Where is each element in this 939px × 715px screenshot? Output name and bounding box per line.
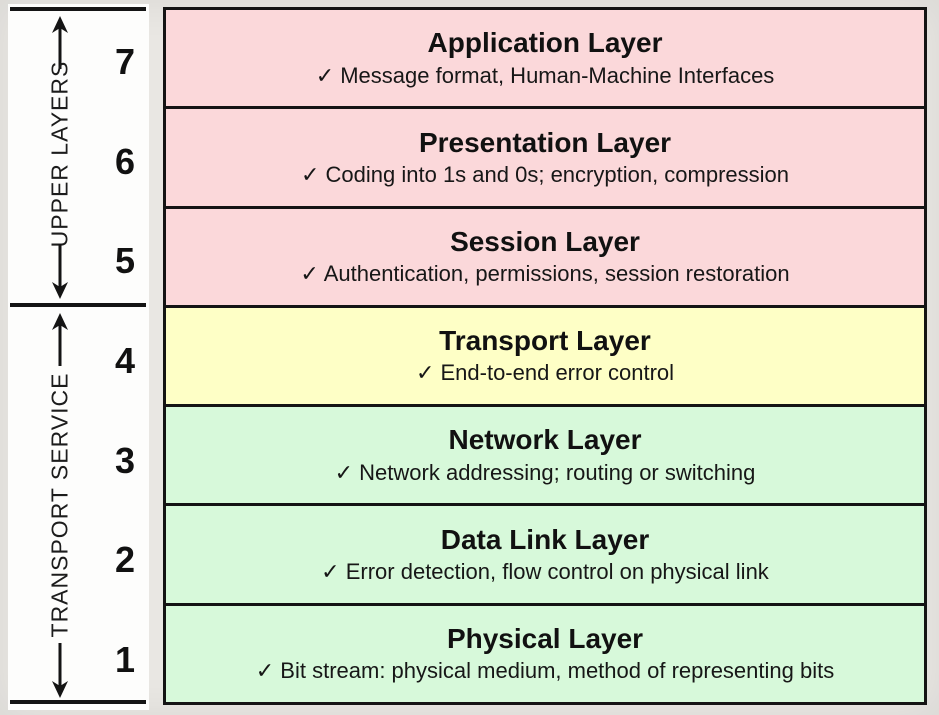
layer-title: Presentation Layer [418,126,672,158]
layer-row-network-layer: Network Layer ✓ Network addressing; routi… [166,407,924,507]
layer-title: Network Layer [448,424,642,456]
layer-number: 7 [114,40,136,82]
layer-title: Session Layer [450,225,640,257]
layer-detail: ✓ End-to-end error control [415,360,675,386]
layer-title: Physical Layer [446,623,644,655]
layer-row-application-layer: Application Layer ✓ Message format, Human… [166,10,924,110]
arrow-up-icon [52,313,68,366]
layer-title: Transport Layer [439,325,651,357]
layer-row-data-link-layer: Data Link Layer ✓ Error detection, flow c… [166,506,924,606]
layer-row-transport-layer: Transport Layer ✓ End-to-end error contro… [166,307,924,408]
layer-groups-sidebar: UPPER LAYERS TRANSPORT SERVICE 7 6 5 4 3 2 1 [8,4,149,710]
layer-number: 4 [114,340,136,382]
arrow-down-icon [52,643,68,698]
layer-number: 5 [114,240,136,282]
layer-title: Data Link Layer [440,523,650,555]
layer-detail: ✓ Network addressing; routing or switchi… [334,459,756,485]
layer-number: 3 [114,439,136,481]
layer-row-physical-layer: Physical Layer ✓ Bit stream: physical med… [166,605,924,702]
layer-row-session-layer: Session Layer ✓ Authentication, permissio… [166,208,924,308]
layer-title: Application Layer [427,27,663,59]
layer-number: 2 [114,539,136,581]
layer-number: 1 [114,639,136,681]
layer-row-presentation-layer: Presentation Layer ✓ Coding into 1s and 0… [166,109,924,209]
layer-numbers: 7 6 5 4 3 2 1 [103,7,147,705]
osi-table: Application Layer ✓ Message format, Human… [163,7,927,705]
divider-bottom [10,700,146,704]
layer-detail: ✓ Error detection, flow control on physi… [321,558,769,584]
layer-detail: ✓ Bit stream: physical medium, method of… [255,658,835,684]
divider-top [10,7,146,11]
arrow-up-icon [52,16,68,69]
upper-layers-label: UPPER LAYERS [46,60,73,248]
layer-number: 6 [114,140,136,182]
layer-detail: ✓ Authentication, permissions, session r… [300,261,790,287]
layer-detail: ✓ Coding into 1s and 0s; encryption, com… [300,161,790,187]
transport-service-label: TRANSPORT SERVICE [46,372,73,638]
divider-middle [10,303,146,307]
layer-detail: ✓ Message format, Human-Machine Interfac… [315,62,775,88]
arrow-down-icon [52,244,68,299]
